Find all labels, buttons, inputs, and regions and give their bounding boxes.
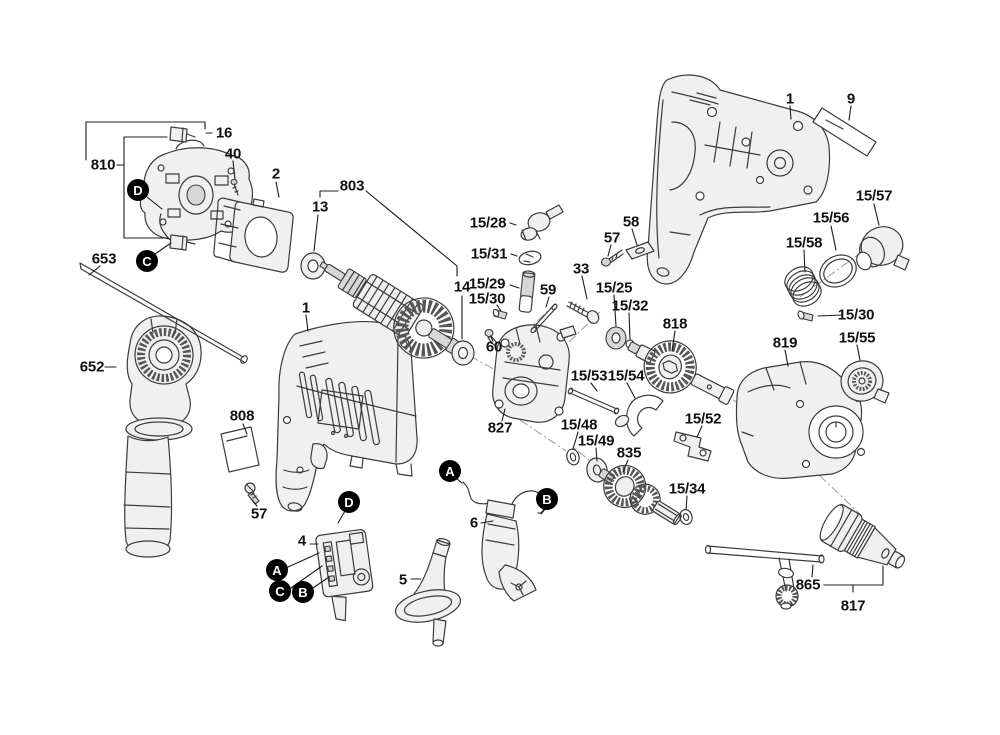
part-label-15-48: 15/48 [560, 416, 598, 434]
part-label-4: 4 [297, 532, 307, 550]
part-label-15-52: 15/52 [684, 410, 722, 428]
nameplate-808-drawing [220, 426, 260, 473]
assembly-marker-D-switch: D [338, 491, 360, 513]
plunger-15-29-drawing [518, 270, 536, 313]
part-label-15-54: 15/54 [607, 367, 645, 385]
assembly-marker-A-cord: A [439, 460, 461, 482]
part-label-58: 58 [622, 213, 640, 231]
screw-33-drawing [566, 301, 600, 324]
part-label-40: 40 [224, 145, 242, 163]
leader-lines [85, 105, 884, 593]
assembly-marker-B-cord: B [536, 488, 558, 510]
part-label-1-left: 1 [301, 299, 311, 317]
bracket-15-52-drawing [673, 431, 712, 462]
bearing-15-25-drawing [605, 326, 627, 350]
part-label-653: 653 [91, 250, 117, 268]
part-label-817: 817 [840, 597, 866, 615]
part-label-5: 5 [398, 571, 408, 589]
part-label-60: 60 [485, 338, 503, 356]
part-label-15-56: 15/56 [812, 209, 850, 227]
part-label-59: 59 [539, 281, 557, 299]
part-label-15-49: 15/49 [577, 432, 615, 450]
pin-15-30-left-drawing [492, 308, 508, 320]
part-label-16: 16 [215, 124, 233, 142]
part-label-33: 33 [572, 260, 590, 278]
assembly-marker-A-switch: A [266, 559, 288, 581]
grommet-5-drawing [394, 538, 462, 647]
screw-57-top-drawing [600, 249, 624, 267]
screw-60-drawing [484, 328, 498, 346]
pin-59-drawing [530, 303, 558, 334]
assembly-marker-B-switch: B [292, 581, 314, 603]
chuck-817-drawing [819, 504, 906, 569]
assembly-marker-C-brush: C [136, 250, 158, 272]
screw-40-drawing [230, 178, 239, 196]
part-label-1-right: 1 [785, 90, 795, 108]
part-label-15-31: 15/31 [470, 245, 508, 263]
nameplate-9-drawing [812, 107, 877, 157]
part-label-819: 819 [772, 334, 798, 352]
housing-left-drawing [275, 321, 418, 512]
part-label-15-29: 15/29 [468, 275, 506, 293]
part-label-865: 865 [795, 576, 821, 594]
knob-15-57-drawing [856, 226, 910, 271]
aux-handle-652-drawing [123, 315, 202, 558]
oring-15-56-drawing [819, 254, 857, 288]
part-label-803: 803 [339, 177, 365, 195]
eclip-15-31-drawing [518, 250, 542, 266]
part-label-9: 9 [846, 90, 856, 108]
gearhouse-827-drawing [492, 324, 577, 423]
cord-6-drawing [462, 481, 546, 602]
part-label-15-34: 15/34 [668, 480, 706, 498]
field-coil-2-drawing [213, 197, 294, 273]
fork-15-54-drawing [614, 394, 664, 437]
part-label-15-55: 15/55 [838, 329, 876, 347]
part-label-15-58: 15/58 [785, 234, 823, 252]
part-label-15-30-left: 15/30 [468, 290, 506, 308]
part-label-15-57: 15/57 [855, 187, 893, 205]
part-label-827: 827 [487, 419, 513, 437]
elbow-15-28-drawing [520, 204, 564, 241]
gearbox-819-drawing [735, 361, 866, 479]
flange-15-55-drawing [840, 360, 890, 404]
part-label-835: 835 [616, 444, 642, 462]
part-label-13: 13 [311, 198, 329, 216]
bearing-14-drawing [451, 340, 475, 366]
plate-58-drawing [625, 241, 655, 260]
pin-15-53-drawing [567, 387, 620, 415]
brush-holder-drawing [139, 139, 254, 247]
spring-15-58-drawing [784, 266, 822, 307]
part-label-2: 2 [271, 165, 281, 183]
part-label-15-28: 15/28 [469, 214, 507, 232]
part-label-652: 652 [79, 358, 105, 376]
part-label-15-30-right: 15/30 [837, 306, 875, 324]
depth-rod-653-drawing [79, 262, 248, 364]
part-label-818: 818 [662, 315, 688, 333]
chuck-key-865-drawing [704, 544, 825, 610]
carbon-brushes-16-drawing [169, 126, 196, 251]
armature-803-drawing [319, 261, 460, 359]
part-label-15-25: 15/25 [595, 279, 633, 297]
part-label-6: 6 [469, 514, 479, 532]
housing-right-drawing [646, 74, 831, 285]
pin-15-30-right-drawing [797, 310, 814, 322]
part-label-57-left: 57 [250, 505, 268, 523]
assembly-marker-D-brush: D [127, 179, 149, 201]
switch-4-drawing [315, 529, 374, 622]
part-label-808: 808 [229, 407, 255, 425]
gear-835-drawing [598, 464, 682, 526]
gear-818-drawing [627, 340, 735, 405]
part-label-14: 14 [453, 278, 471, 296]
assembly-marker-C-switch: C [269, 580, 291, 602]
part-label-57-top: 57 [603, 229, 621, 247]
part-label-810: 810 [90, 156, 116, 174]
part-label-15-32: 15/32 [611, 297, 649, 315]
washer-15-48-drawing [566, 448, 580, 466]
washer-15-34-drawing [679, 508, 693, 526]
part-label-15-53: 15/53 [570, 367, 608, 385]
